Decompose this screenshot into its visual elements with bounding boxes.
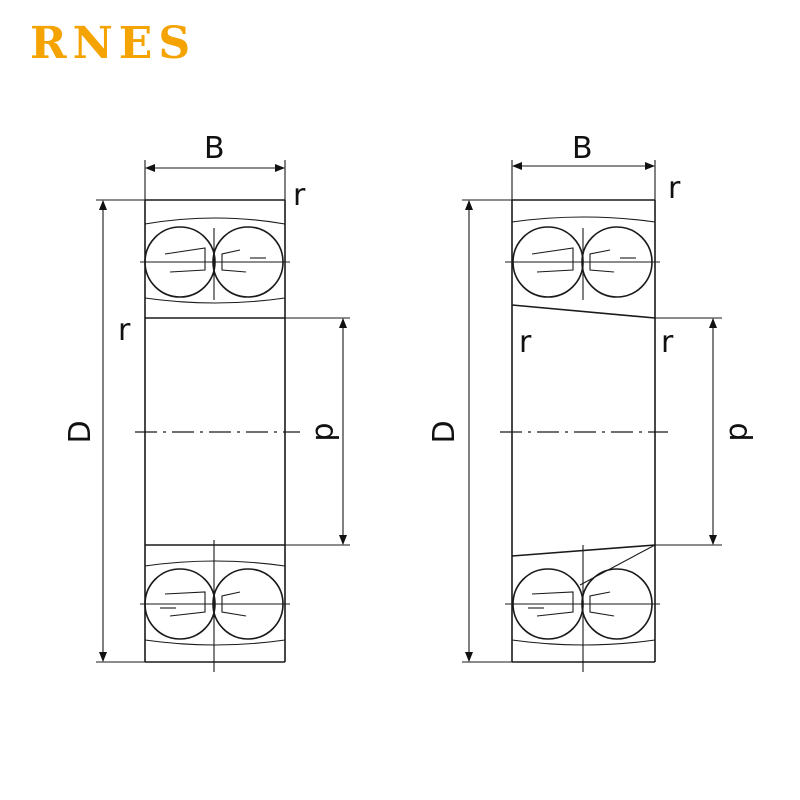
label-outer-diameter-right: D [427,420,462,443]
label-radius-side-left: r [118,313,131,348]
dimension-outer-diameter-right: D [427,199,512,663]
dimension-bore-right: d [655,317,757,546]
dimension-width-right: B [511,131,656,200]
roller-pair-top-left [140,226,290,300]
label-outer-diameter-left: D [63,420,98,443]
roller-pair-top-right [505,226,660,300]
label-radius-right-right: r [661,325,674,360]
roller-pair-bottom-right [505,545,660,672]
label-radius-top-left: r [293,178,306,213]
label-bore-right: d [722,422,757,441]
brand-logo: RNES [30,18,197,69]
dimension-bore-left: d [285,317,350,546]
view-cylindrical-bore: B D d r r [63,131,350,672]
view-tapered-bore: B D d r r r [427,131,757,672]
dimension-outer-diameter-left: D [63,199,145,663]
dimension-width-left: B [144,131,286,200]
label-width-left: B [204,131,225,166]
label-radius-left-right: r [519,325,532,360]
label-width-right: B [572,131,593,166]
roller-pair-bottom-left [140,540,290,672]
label-radius-top-right: r [668,171,681,206]
label-bore-left: d [308,422,343,441]
